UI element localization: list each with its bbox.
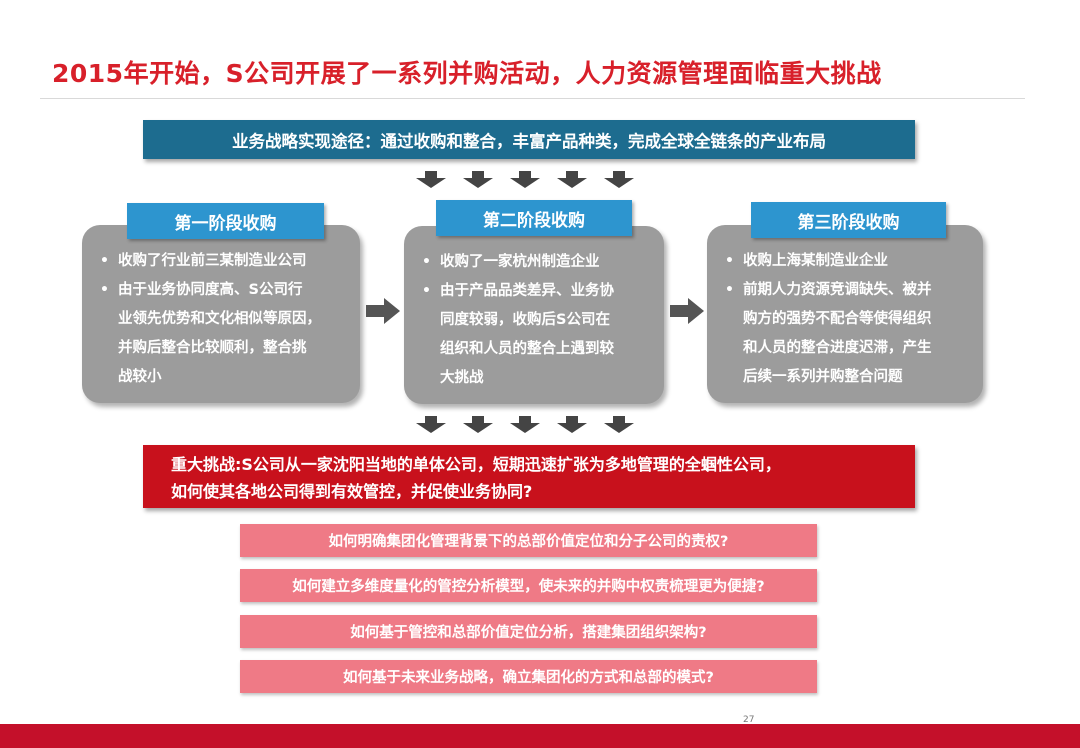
down-arrow-icon xyxy=(510,416,540,433)
stage-3-bullets: 收购上海某制造业企业 前期人力资源竞调缺失、被并购方的强势不配合等使得组织和人员… xyxy=(723,247,967,392)
challenge-line-2: 如何使其各地公司得到有效管控，并促使业务协同? xyxy=(171,482,533,501)
stage-2-bullet: 收购了一家杭州制造企业 xyxy=(420,248,648,277)
stage-1-bullet: 收购了行业前三某制造业公司 xyxy=(98,247,344,276)
challenge-line-1: 重大挑战:S公司从一家沈阳当地的单体公司，短期迅速扩张为多地管理的全蝈性公司， xyxy=(171,455,781,474)
down-arrow-icon xyxy=(416,171,446,188)
down-arrow-icon xyxy=(557,416,587,433)
right-arrow-icon xyxy=(670,298,704,324)
stage-3-bullet: 收购上海某制造业企业 xyxy=(723,247,967,276)
down-arrow-icon xyxy=(557,171,587,188)
stage-2-label: 第二阶段收购 xyxy=(436,200,632,236)
stage-3-bullet: 前期人力资源竞调缺失、被并购方的强势不配合等使得组织和人员的整合进度迟滞，产生后… xyxy=(723,276,967,392)
down-arrow-icon xyxy=(604,416,634,433)
right-arrow-icon xyxy=(366,298,400,324)
stage-1-box: 收购了行业前三某制造业公司 由于业务协同度高、S公司行业领先优势和文化相似等原因… xyxy=(82,225,360,403)
stage-3-label: 第三阶段收购 xyxy=(751,202,946,238)
page-number: 27 xyxy=(743,715,755,725)
strategy-text: 业务战略实现途径：通过收购和整合，丰富产品种类，完成全球全链条的产业布局 xyxy=(232,131,826,151)
question-3: 如何基于管控和总部价值定位分析，搭建集团组织架构? xyxy=(240,615,817,648)
stage-1-bullets: 收购了行业前三某制造业公司 由于业务协同度高、S公司行业领先优势和文化相似等原因… xyxy=(98,247,344,392)
stage-3-box: 收购上海某制造业企业 前期人力资源竞调缺失、被并购方的强势不配合等使得组织和人员… xyxy=(707,225,983,403)
stage-1-bullet: 由于业务协同度高、S公司行业领先优势和文化相似等原因，并购后整合比较顺利，整合挑… xyxy=(98,276,344,392)
page-title: 2015年开始，S公司开展了一系列并购活动，人力资源管理面临重大挑战 xyxy=(52,59,882,88)
down-arrow-row-top xyxy=(416,171,634,188)
stage-2-bullets: 收购了一家杭州制造企业 由于产品品类差异、业务协同度较弱，收购后S公司在组织和人… xyxy=(420,248,648,393)
title-divider xyxy=(40,98,1025,99)
stage-1-label: 第一阶段收购 xyxy=(127,203,324,239)
down-arrow-icon xyxy=(463,171,493,188)
down-arrow-icon xyxy=(463,416,493,433)
question-1: 如何明确集团化管理背景下的总部价值定位和分子公司的责权? xyxy=(240,524,817,557)
down-arrow-icon xyxy=(510,171,540,188)
down-arrow-row-middle xyxy=(416,416,634,433)
down-arrow-icon xyxy=(416,416,446,433)
down-arrow-icon xyxy=(604,171,634,188)
question-4: 如何基于未来业务战略，确立集团化的方式和总部的模式? xyxy=(240,660,817,693)
challenge-banner: 重大挑战:S公司从一家沈阳当地的单体公司，短期迅速扩张为多地管理的全蝈性公司， … xyxy=(143,445,915,508)
footer-bar xyxy=(0,724,1080,748)
stage-2-box: 收购了一家杭州制造企业 由于产品品类差异、业务协同度较弱，收购后S公司在组织和人… xyxy=(404,226,664,404)
strategy-banner: 业务战略实现途径：通过收购和整合，丰富产品种类，完成全球全链条的产业布局 xyxy=(143,120,915,159)
question-2: 如何建立多维度量化的管控分析模型，使未来的并购中权责梳理更为便捷? xyxy=(240,569,817,602)
